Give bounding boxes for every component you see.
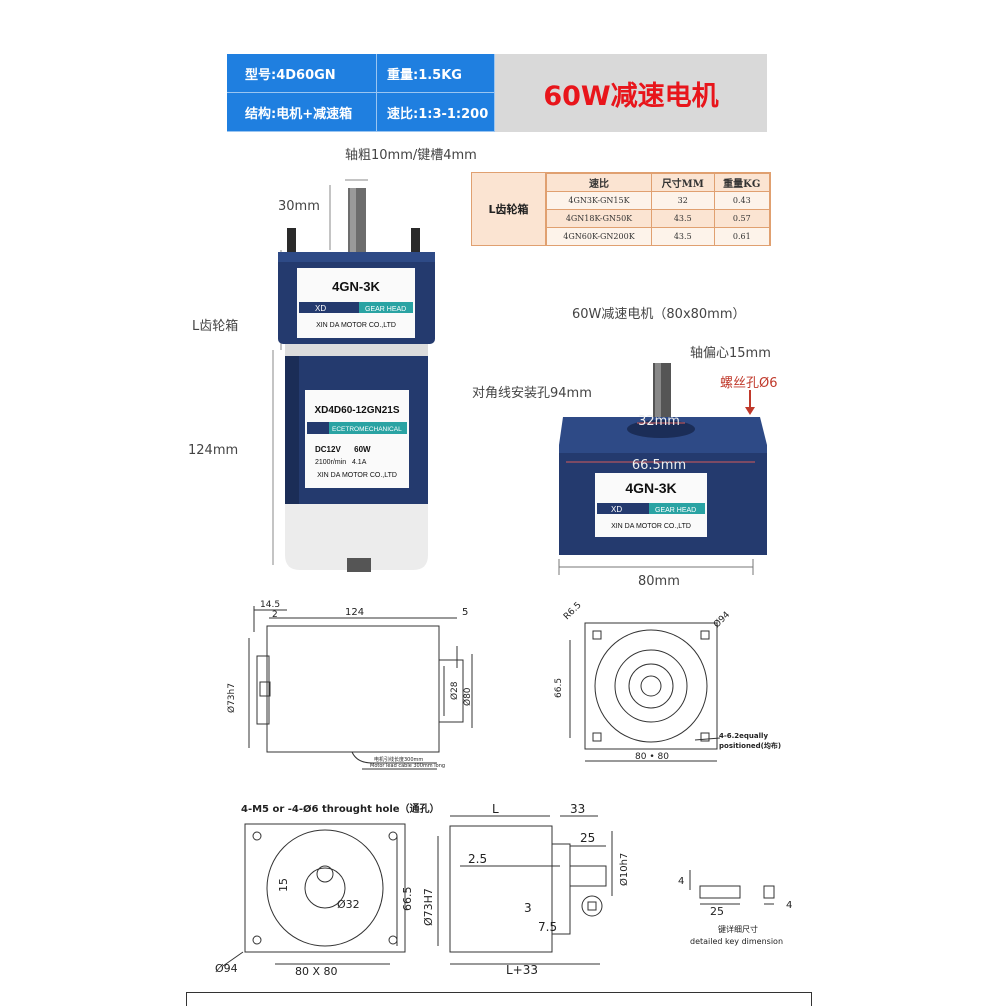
- dim-25b: 2.5: [468, 852, 487, 866]
- dim-73H7: Ø73H7: [422, 888, 435, 926]
- dim-8080: 80 • 80: [635, 752, 669, 762]
- gear-cell: 4GN3K-GN15K: [546, 191, 652, 210]
- gearbox-label: L齿轮箱: [192, 319, 239, 334]
- dim-32: Ø32: [337, 898, 360, 911]
- offset-label: 轴偏心15mm: [690, 346, 771, 361]
- dim-145: 14.5: [260, 600, 280, 610]
- gear-model-text: 4GN-3K: [332, 279, 380, 294]
- dim-8080b: 80 X 80: [295, 965, 338, 978]
- square-brand-text: XD: [611, 505, 622, 514]
- square-gearbox-photo: 32mm 66.5mm 4GN-3K XD GEAR HEAD XIN DA M…: [558, 363, 767, 575]
- dim-5: 5: [462, 607, 468, 618]
- dim-28: Ø28: [449, 681, 460, 700]
- dim-32-text: 32mm: [638, 414, 680, 429]
- company2-text: XIN DA MOTOR CO.,LTD: [317, 472, 397, 479]
- holes-note1: 4-6.2equally: [719, 732, 768, 740]
- gear-cell: 4GN60K-GN200K: [546, 227, 652, 246]
- holes-note2: positioned(均布): [719, 741, 781, 750]
- motor-photo: 4GN-3K XD GEAR HEAD XIN DA MOTOR CO.,LTD…: [272, 179, 435, 572]
- diag-label: 对角线安装孔94mm: [472, 386, 592, 401]
- dim-3: 3: [524, 901, 532, 915]
- spec-weight: 重量:1.5KG: [377, 54, 495, 93]
- screw-label: 螺丝孔Ø6: [720, 376, 778, 391]
- banner-title: 60W减速电机: [495, 54, 767, 132]
- holes-title: 4-M5 or -4-Ø6 throught hole（通孔）: [241, 802, 440, 815]
- gearbox-side-drawing: L 33 25 Ø10h7 2.5 Ø73H7 3 7.5 L+33: [422, 802, 630, 977]
- width-80-label: 80mm: [638, 574, 680, 589]
- gear-cell: 32: [650, 191, 715, 210]
- dim-73h7: Ø73h7: [226, 683, 237, 713]
- cable-note-en: Motor lead cable 300mm long: [370, 763, 445, 769]
- dim-25: 25: [580, 831, 595, 845]
- side-view-drawing: 14.5 2 124 5 Ø73h7 Ø28 Ø80 电机引线长度300mm M…: [226, 600, 473, 770]
- shaft-label: 轴粗10mm/键槽4mm: [345, 148, 477, 163]
- square-gearhead-text: GEAR HEAD: [655, 507, 696, 514]
- dim-124: 124: [345, 607, 364, 618]
- mount-face-drawing: 4-M5 or -4-Ø6 throught hole（通孔） 15 Ø32 6…: [215, 802, 440, 978]
- gear-header-weight: 重量KG: [713, 173, 771, 192]
- spec-banner: 型号:4D60GN 重量:1.5KG 结构:电机+减速箱 速比:1:3-1:20…: [227, 54, 767, 132]
- motor-model-text: XD4D60-12GN21S: [314, 405, 399, 416]
- gear-table: L齿轮箱 速比 尺寸MM 重量KG 4GN3K-GN15K 32 0.43 4G…: [471, 172, 771, 246]
- key-note-cn: 键详细尺寸: [718, 924, 758, 934]
- gear-cell: 43.5: [650, 227, 715, 246]
- gear-cell: 0.61: [713, 227, 771, 246]
- square-title-label: 60W减速电机（80x80mm）: [572, 307, 746, 322]
- gear-cell: 43.5: [650, 209, 715, 228]
- gear-cell: 4GN18K-GN50K: [546, 209, 652, 228]
- gear-cell: 0.43: [713, 191, 771, 210]
- square-model-text: 4GN-3K: [625, 480, 676, 496]
- key-dim-4: 4: [678, 876, 684, 887]
- dim-665-text: 66.5mm: [632, 458, 686, 473]
- dim-75: 7.5: [538, 920, 557, 934]
- dim-94: Ø94: [711, 609, 732, 630]
- key-note-en: detailed key dimension: [690, 937, 783, 946]
- cable-note-cn: 电机引线长度300mm: [374, 756, 423, 763]
- spec1-text: DC12V 60W: [315, 445, 371, 454]
- spec2-text: 2100r/min 4.1A: [315, 459, 367, 466]
- front-view-drawing: R6.5 Ø94 66.5 4-6.2equally positioned(均布…: [554, 600, 781, 762]
- shaft-length-label: 30mm: [278, 199, 320, 214]
- spec-ratio: 速比:1:3-1:200: [377, 93, 495, 132]
- key-dim-25: 25: [710, 905, 724, 918]
- spec-grid: 型号:4D60GN 重量:1.5KG 结构:电机+减速箱 速比:1:3-1:20…: [227, 54, 495, 132]
- gear-cell: 0.57: [713, 209, 771, 228]
- dim-10h7: Ø10h7: [618, 853, 630, 886]
- dim-L33: L+33: [506, 963, 538, 977]
- ecetro-text: ECETROMECHANICAL: [332, 426, 402, 433]
- gear-table-side: L齿轮箱: [472, 173, 546, 245]
- dim-15: 15: [277, 878, 290, 892]
- spec-structure: 结构:电机+减速箱: [227, 93, 377, 132]
- dim-80: Ø80: [462, 687, 473, 706]
- bottom-section-border: [186, 992, 812, 1006]
- gear-table-grid: 速比 尺寸MM 重量KG 4GN3K-GN15K 32 0.43 4GN18K-…: [546, 173, 771, 246]
- key-detail-drawing: 4 25 4 键详细尺寸 detailed key dimension: [678, 870, 792, 946]
- gear-header-ratio: 速比: [546, 173, 652, 192]
- gearhead-text: GEAR HEAD: [365, 306, 406, 313]
- dim-r65: R6.5: [562, 600, 584, 622]
- key-dim-4b: 4: [786, 900, 792, 911]
- company-text: XIN DA MOTOR CO.,LTD: [316, 322, 396, 329]
- dim-665b: 66.5: [401, 887, 414, 912]
- dim-L: L: [492, 802, 499, 816]
- dim-2: 2: [272, 610, 278, 620]
- square-company-text: XIN DA MOTOR CO.,LTD: [611, 523, 691, 530]
- brand-text: XD: [315, 304, 326, 313]
- dim-665: 66.5: [554, 678, 564, 698]
- dim-94b: Ø94: [215, 962, 238, 975]
- spec-model: 型号:4D60GN: [227, 54, 377, 93]
- gear-header-size: 尺寸MM: [650, 173, 715, 192]
- motor-length-label: 124mm: [188, 443, 239, 458]
- dim-33: 33: [570, 802, 585, 816]
